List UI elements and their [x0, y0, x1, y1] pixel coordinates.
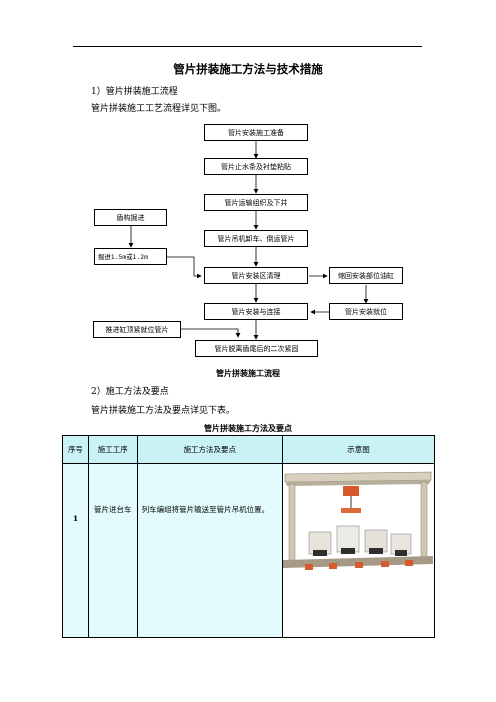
flow-step-push-cylinder: 推进缸顶紧就位管片 [93, 321, 181, 338]
segment-trolley-illustration [281, 463, 436, 638]
header-no: 序号 [62, 435, 89, 464]
document-title: 管片拼装施工方法与技术措施 [173, 62, 323, 76]
header-diagram: 示意图 [281, 435, 436, 464]
section1-text: 管片拼装施工工艺流程详见下图。 [91, 104, 227, 114]
flow-step-transport: 管片运输组织及下井 [204, 194, 308, 211]
flow-step-shield-advance: 盾构掘进 [94, 209, 167, 226]
flow-step-retract: 缩回安装部位油缸 [329, 267, 403, 284]
table-caption: 管片拼装施工方法及要点 [204, 423, 292, 433]
header-method: 施工方法及要点 [136, 435, 283, 464]
flow-step-unload: 管片吊机卸车、倒运管片 [204, 230, 308, 247]
gantry-crane-picture [282, 471, 433, 570]
flow-step-position: 管片安装就位 [329, 303, 403, 320]
flow-step-advance-distance: 掘进1.5m或1.2m [94, 248, 167, 265]
flow-step-prep: 管片安装施工准备 [204, 124, 308, 141]
table-header-row: 序号 施工工序 施工方法及要点 示意图 [62, 435, 436, 464]
flow-step-clean: 管片安装区清理 [204, 267, 308, 284]
section1-heading: 1）管片拼装施工流程 [91, 87, 178, 97]
figure-caption: 管片拼装施工流程 [216, 368, 280, 378]
row-no: 1 [62, 463, 89, 638]
flow-step-waterproof: 管片止水条及衬垫粘贴 [204, 158, 308, 175]
flow-step-grouting: 管片脱离盾尾后的二次紧固 [195, 340, 318, 357]
table-row: 1 管片进台车 列车编组将管片输送至管片吊机位置。 [62, 463, 436, 638]
header-step: 施工工序 [87, 435, 138, 464]
section2-heading: 2）施工方法及要点 [91, 387, 169, 397]
flow-step-assemble: 管片安装与连接 [204, 303, 308, 320]
row-desc: 列车编组将管片输送至管片吊机位置。 [136, 463, 283, 638]
construction-steps-table: 序号 施工工序 施工方法及要点 示意图 1 管片进台车 列车编组将管片输送至管片… [62, 435, 436, 638]
row-step: 管片进台车 [87, 463, 138, 638]
section2-text: 管片拼装施工方法及要点详见下表。 [91, 406, 236, 416]
header-rule [73, 46, 422, 47]
